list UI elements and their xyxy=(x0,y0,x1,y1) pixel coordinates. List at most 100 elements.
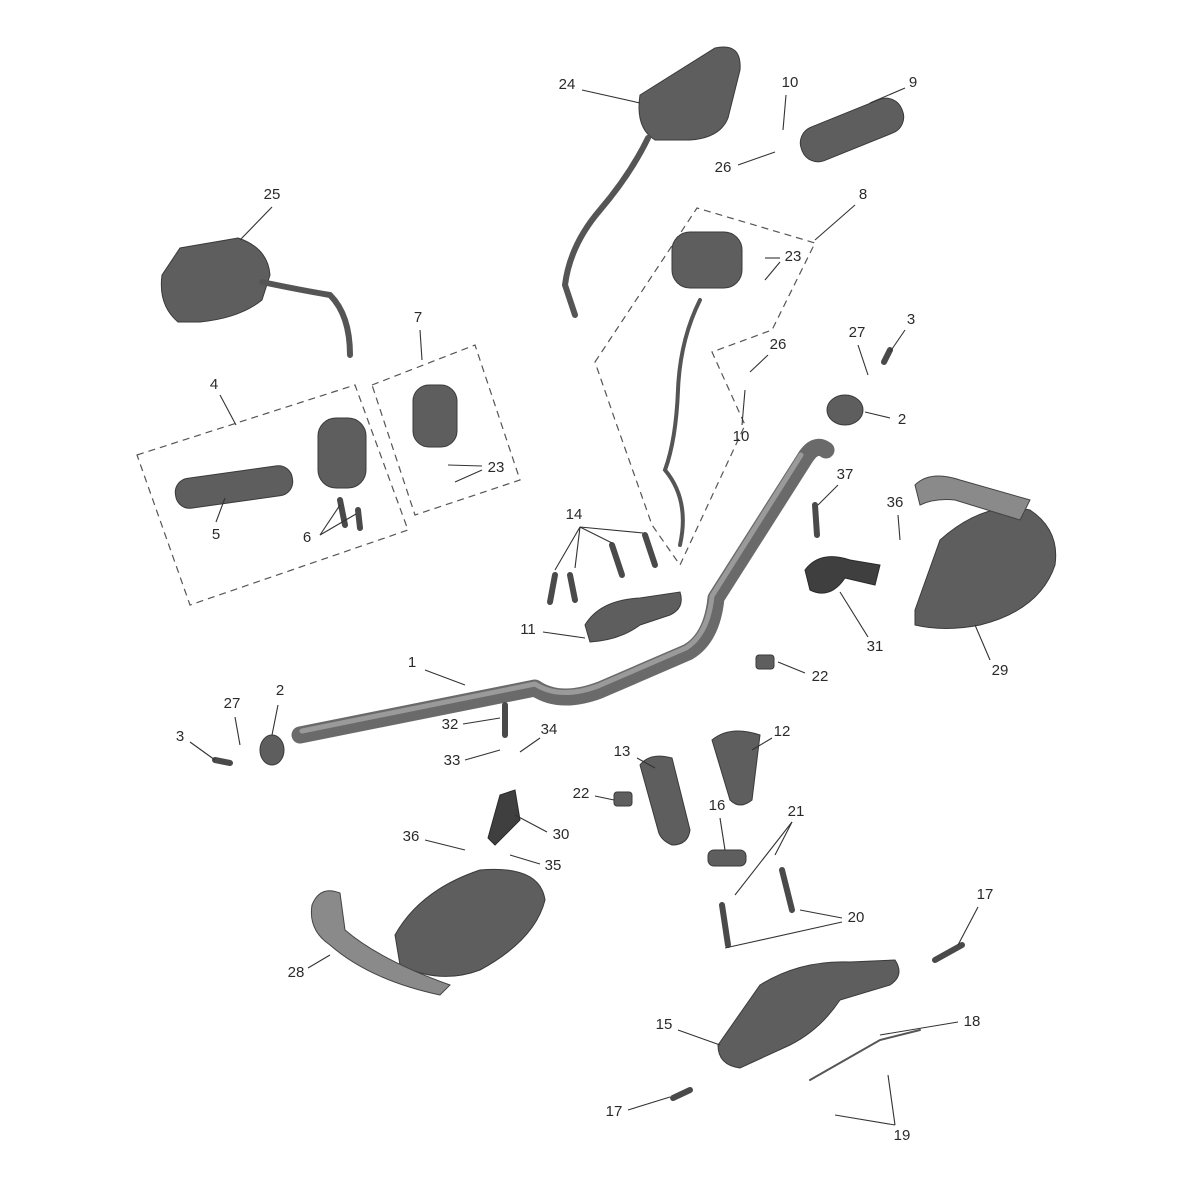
callout-number: 32 xyxy=(442,716,459,733)
callout-number: 34 xyxy=(541,721,558,738)
grip-left xyxy=(174,465,294,509)
callout-36: 36 xyxy=(887,494,903,541)
callout-number: 27 xyxy=(224,695,241,712)
group-box-4 xyxy=(136,384,409,606)
callout-number: 27 xyxy=(849,324,866,341)
leader-line xyxy=(774,821,793,856)
callout-number: 22 xyxy=(812,668,829,685)
leader-line xyxy=(799,909,843,919)
callout-19: 19 xyxy=(834,1074,911,1144)
leader-line xyxy=(889,329,906,353)
leader-line xyxy=(574,526,581,569)
callout-6: 6 xyxy=(303,504,357,546)
leader-line xyxy=(319,513,357,536)
callout-number: 31 xyxy=(867,638,884,655)
callout-27: 27 xyxy=(224,695,241,746)
leader-line xyxy=(839,591,869,638)
callout-14: 14 xyxy=(554,506,644,571)
bracket-30 xyxy=(487,789,521,846)
callout-34: 34 xyxy=(519,721,558,753)
spacer-22-upper xyxy=(755,654,775,670)
leader-line xyxy=(509,854,541,865)
leader-line xyxy=(677,1029,721,1046)
leader-line xyxy=(869,87,906,104)
callout-3: 3 xyxy=(176,728,216,761)
callout-2: 2 xyxy=(271,682,284,736)
leader-line xyxy=(462,717,501,725)
leader-line xyxy=(719,817,726,851)
leader-line xyxy=(579,526,613,544)
callout-number: 30 xyxy=(553,826,570,843)
callout-5: 5 xyxy=(212,497,226,543)
leader-line xyxy=(627,1096,671,1111)
callout-20: 20 xyxy=(724,909,864,949)
callout-number: 11 xyxy=(520,621,536,638)
hand-guard-left xyxy=(394,868,546,977)
callout-number: 26 xyxy=(715,159,732,176)
leader-line xyxy=(554,526,581,571)
callout-21: 21 xyxy=(734,803,805,896)
callout-number: 33 xyxy=(444,752,461,769)
callout-number: 10 xyxy=(733,428,750,445)
leader-line xyxy=(879,1021,959,1036)
leader-line xyxy=(579,526,644,534)
callout-17: 17 xyxy=(957,886,994,946)
leader-line xyxy=(464,749,501,761)
bar-end-weight-left xyxy=(259,734,285,766)
leader-line xyxy=(751,737,773,751)
callout-25: 25 xyxy=(239,186,280,241)
leader-line xyxy=(424,839,466,851)
leader-line xyxy=(454,469,483,483)
bolts xyxy=(212,347,965,1101)
leader-line xyxy=(741,389,746,426)
leader-line xyxy=(764,261,781,281)
callout-22: 22 xyxy=(573,785,615,802)
callout-30: 30 xyxy=(514,814,570,843)
leader-line xyxy=(581,89,641,104)
callout-31: 31 xyxy=(839,591,884,655)
callout-24: 24 xyxy=(559,76,641,104)
callout-29: 29 xyxy=(974,624,1009,679)
callout-16: 16 xyxy=(709,797,726,851)
callout-36: 36 xyxy=(403,828,466,851)
callout-number: 19 xyxy=(894,1127,911,1144)
callout-number: 17 xyxy=(977,886,994,903)
callout-37: 37 xyxy=(817,466,853,506)
callout-number: 18 xyxy=(964,1013,981,1030)
riser-12 xyxy=(711,730,761,806)
callout-2: 2 xyxy=(864,411,906,428)
callout-number: 23 xyxy=(488,459,505,476)
group-box-8 xyxy=(594,207,816,567)
callout-number: 13 xyxy=(614,743,631,760)
callout-number: 24 xyxy=(559,76,576,93)
callout-number: 10 xyxy=(782,74,799,91)
callout-number: 21 xyxy=(788,803,805,820)
callout-17: 17 xyxy=(606,1096,671,1120)
leader-line xyxy=(817,484,839,506)
callout-number: 36 xyxy=(403,828,420,845)
leader-line xyxy=(447,464,483,467)
callout-number: 7 xyxy=(414,309,422,326)
callout-number: 9 xyxy=(909,74,917,91)
callout-11: 11 xyxy=(520,621,586,639)
callout-number: 22 xyxy=(573,785,590,802)
callout-number: 12 xyxy=(774,723,791,740)
switch-housing-7 xyxy=(412,384,458,448)
callout-number: 29 xyxy=(992,662,1009,679)
callout-33: 33 xyxy=(444,749,501,769)
callout-9: 9 xyxy=(869,74,917,104)
hand-guard-right xyxy=(914,507,1057,629)
hand-guard-left-bracket xyxy=(310,890,451,996)
callout-26: 26 xyxy=(749,336,786,373)
switch-housing-left xyxy=(317,417,367,489)
leader-line xyxy=(636,757,656,769)
callout-12: 12 xyxy=(751,723,791,751)
callout-8: 8 xyxy=(814,186,867,241)
mirror-left xyxy=(160,237,353,358)
callout-10: 10 xyxy=(782,74,799,131)
mirror-right xyxy=(561,46,741,318)
handlebar xyxy=(291,438,835,744)
hand-guard-right-bracket xyxy=(914,475,1031,521)
callout-number: 4 xyxy=(210,376,218,393)
